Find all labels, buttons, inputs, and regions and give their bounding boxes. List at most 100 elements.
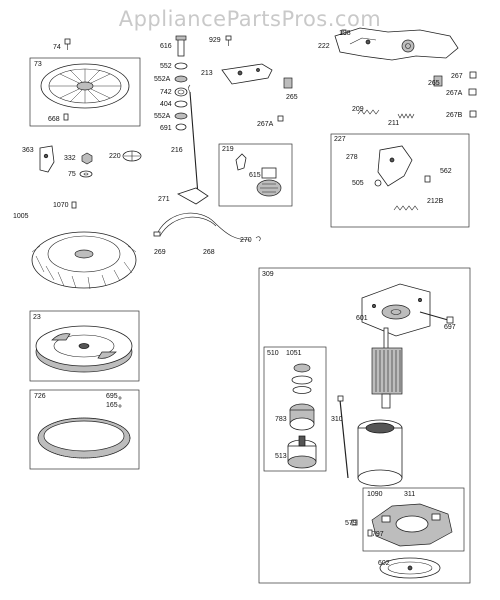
label-265-mid: 265 xyxy=(286,94,298,101)
label-267a-mid: 267A xyxy=(257,121,274,128)
screw-668 xyxy=(63,113,69,121)
screw-695 xyxy=(118,396,122,400)
label-219: 219 xyxy=(222,146,234,153)
cable-268 xyxy=(157,212,251,241)
label-73: 73 xyxy=(34,61,42,68)
label-188: 188 xyxy=(339,30,351,37)
washer-552a-bottom xyxy=(174,112,188,120)
label-23: 23 xyxy=(33,314,41,321)
brush-plate-1090 xyxy=(371,503,453,547)
rotating-screen-73 xyxy=(40,63,130,109)
group-box-726 xyxy=(29,389,140,470)
end-cap-602 xyxy=(379,557,441,579)
label-505: 505 xyxy=(352,180,364,187)
screw-267a-right xyxy=(468,88,477,96)
screw-579 xyxy=(351,519,358,526)
part-265-mid xyxy=(283,77,293,89)
watermark-text: AppliancePartsPros.com xyxy=(119,7,382,31)
label-562: 562 xyxy=(440,168,452,175)
label-309: 309 xyxy=(262,271,274,278)
label-601: 601 xyxy=(356,315,368,322)
spring-211 xyxy=(397,113,415,119)
label-332: 332 xyxy=(64,155,76,162)
screw-165 xyxy=(118,404,122,408)
label-668: 668 xyxy=(48,116,60,123)
label-311: 311 xyxy=(404,491,415,498)
label-602: 602 xyxy=(378,560,390,567)
label-1070: 1070 xyxy=(53,202,69,209)
label-695: 695 xyxy=(106,393,118,400)
label-552a-bottom: 552A xyxy=(154,113,171,120)
label-929: 929 xyxy=(209,37,221,44)
screw-267a-mid xyxy=(277,115,284,122)
label-271: 271 xyxy=(158,196,170,203)
nut-332 xyxy=(81,152,93,165)
label-697: 697 xyxy=(444,324,456,331)
flywheel-fan-1005 xyxy=(31,231,137,290)
label-213: 213 xyxy=(201,70,213,77)
label-742: 742 xyxy=(160,89,172,96)
armature xyxy=(371,327,403,409)
washer-505 xyxy=(374,179,382,187)
bracket-213 xyxy=(221,63,273,85)
screw-697 xyxy=(419,311,454,324)
label-75: 75 xyxy=(68,171,76,178)
label-1090: 1090 xyxy=(367,491,383,498)
group-box-23 xyxy=(29,310,140,382)
washer-552 xyxy=(174,62,188,70)
spring-742 xyxy=(174,87,188,97)
label-209: 209 xyxy=(352,106,364,113)
label-726: 726 xyxy=(34,393,46,400)
label-227: 227 xyxy=(334,136,346,143)
group-box-309 xyxy=(258,267,471,584)
label-211: 211 xyxy=(388,120,399,127)
label-310: 310 xyxy=(331,416,343,423)
group-box-219 xyxy=(218,143,293,207)
label-222: 222 xyxy=(318,43,330,50)
part-265-right xyxy=(433,75,443,87)
screw-1070 xyxy=(71,201,77,209)
bracket-278 xyxy=(377,145,413,187)
label-691: 691 xyxy=(160,125,172,132)
washer-552a-top xyxy=(174,75,188,83)
label-510: 510 xyxy=(267,350,279,357)
screw-74 xyxy=(64,38,71,50)
label-267a-right: 267A xyxy=(446,90,463,97)
label-616: 616 xyxy=(160,43,172,50)
label-269: 269 xyxy=(154,249,166,256)
bracket-363 xyxy=(39,145,55,173)
label-74: 74 xyxy=(53,44,61,51)
housing xyxy=(357,419,403,487)
label-797: 797 xyxy=(372,531,384,538)
through-bolt-310 xyxy=(337,395,349,479)
screw-188 xyxy=(341,29,347,35)
spring-212b xyxy=(393,205,419,211)
group-box-73 xyxy=(29,57,141,127)
label-265-right: 265 xyxy=(428,80,440,87)
ring-gear-726 xyxy=(37,417,131,459)
shaft-616 xyxy=(175,35,187,57)
washer-691 xyxy=(175,123,187,131)
drive-513 xyxy=(287,435,317,469)
flywheel-23 xyxy=(35,325,133,373)
label-615: 615 xyxy=(249,172,261,179)
label-278: 278 xyxy=(346,154,358,161)
washer-404 xyxy=(174,100,188,108)
part-797 xyxy=(367,529,373,537)
label-267: 267 xyxy=(451,73,463,80)
group-box-1090 xyxy=(362,487,465,552)
label-404: 404 xyxy=(160,101,172,108)
lever-271 xyxy=(177,187,209,205)
screw-929 xyxy=(225,35,232,46)
group-box-510 xyxy=(263,346,327,472)
screw-267b xyxy=(469,110,477,118)
spring-209 xyxy=(357,109,380,115)
group-box-227 xyxy=(330,133,470,228)
nut-267 xyxy=(469,71,477,79)
label-270: 270 xyxy=(240,237,252,244)
clip-270 xyxy=(255,236,261,242)
label-268: 268 xyxy=(203,249,215,256)
screw-562 xyxy=(424,175,431,183)
clip-220 xyxy=(122,150,142,162)
